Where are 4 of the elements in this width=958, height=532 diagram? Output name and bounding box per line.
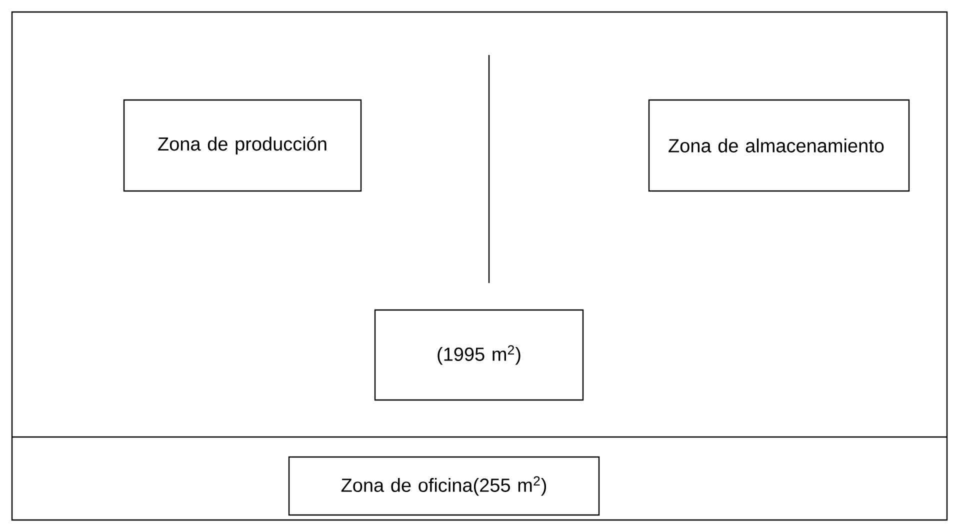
zone-box: (1995 m$^{2}$): [374, 309, 584, 401]
zone-box: Zona de producción: [123, 99, 362, 192]
zone-box: Zona de almacenamiento: [648, 99, 910, 192]
zone-box: Zona de oficina(255 m$^{2}$): [288, 456, 600, 516]
